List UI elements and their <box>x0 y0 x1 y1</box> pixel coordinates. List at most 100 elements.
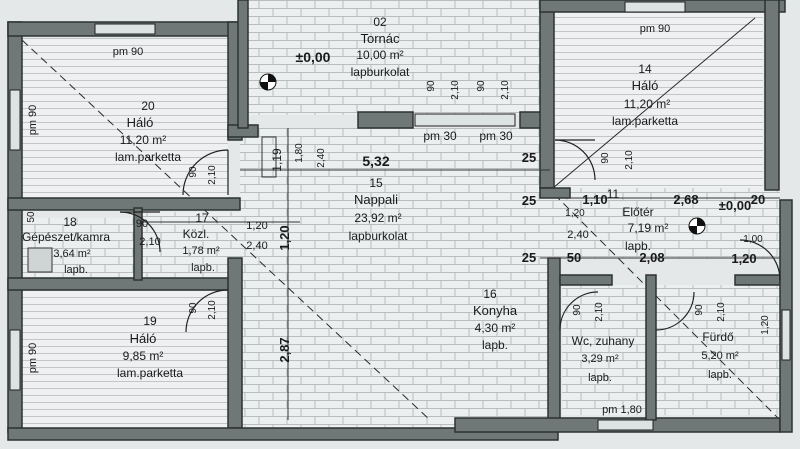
svg-text:2,68: 2,68 <box>673 192 698 207</box>
svg-text:2,40: 2,40 <box>567 229 588 241</box>
svg-text:02: 02 <box>373 15 387 29</box>
svg-text:lam.parketta: lam.parketta <box>117 366 183 380</box>
svg-text:2,10: 2,10 <box>716 302 727 322</box>
svg-text:lapb.: lapb. <box>708 369 732 381</box>
dimension-lines <box>140 128 780 420</box>
svg-text:2,10: 2,10 <box>207 165 218 185</box>
svg-text:2,10: 2,10 <box>624 150 635 170</box>
svg-text:10,00 m²: 10,00 m² <box>356 48 403 62</box>
svg-text:1,20: 1,20 <box>565 208 585 219</box>
svg-text:Háló: Háló <box>127 115 154 130</box>
svg-text:11: 11 <box>607 187 620 201</box>
svg-text:lam.parketta: lam.parketta <box>612 114 678 128</box>
svg-text:Fürdő: Fürdő <box>702 330 734 344</box>
svg-text:±0,00: ±0,00 <box>719 198 751 213</box>
svg-text:90: 90 <box>136 218 148 230</box>
windows <box>9 1 791 431</box>
svg-text:1,20: 1,20 <box>731 251 756 266</box>
furdo-floor <box>652 285 780 415</box>
svg-text:Konyha: Konyha <box>473 303 518 318</box>
svg-text:9,85 m²: 9,85 m² <box>123 349 164 363</box>
room-label-furdo: Fürdő 5,20 m² lapb. <box>701 330 739 381</box>
room20-floor <box>22 38 228 198</box>
svg-text:lapb.: lapb. <box>588 372 612 384</box>
svg-text:1,20: 1,20 <box>760 315 771 335</box>
room-label-19: 19 Háló 9,85 m² lam.parketta <box>117 314 183 380</box>
svg-text:pm 1,80: pm 1,80 <box>602 404 642 416</box>
dimension-labels: pm 90 pm 90 pm 90 pm 90 pm 30 pm 30 pm 1… <box>26 23 771 416</box>
room19-floor <box>22 288 228 428</box>
svg-text:Háló: Háló <box>130 331 157 346</box>
konyha-floor <box>455 258 550 420</box>
svg-text:lapburkolat: lapburkolat <box>351 65 410 79</box>
svg-text:±0,00: ±0,00 <box>296 49 331 65</box>
svg-text:Háló: Háló <box>632 78 659 93</box>
svg-text:lapb.: lapb. <box>64 264 88 276</box>
svg-text:90: 90 <box>188 166 199 178</box>
svg-text:2,08: 2,08 <box>639 250 664 265</box>
svg-text:1,80: 1,80 <box>294 143 305 163</box>
svg-text:25: 25 <box>522 150 536 165</box>
svg-text:50: 50 <box>567 250 581 265</box>
svg-text:23,92 m²: 23,92 m² <box>354 211 401 225</box>
svg-text:Tornác: Tornác <box>360 31 400 46</box>
room-label-tornac: 02 Tornác 10,00 m² lapburkolat ±0,00 <box>296 15 410 79</box>
svg-text:7,19 m²: 7,19 m² <box>628 221 669 235</box>
diagonal-line <box>552 17 756 189</box>
svg-text:pm 90: pm 90 <box>27 343 39 374</box>
svg-text:1,78 m²: 1,78 m² <box>182 245 220 257</box>
doors <box>119 139 781 333</box>
room-label-nappali: 15 Nappali 23,92 m² lapburkolat <box>349 176 408 243</box>
svg-text:3,64 m²: 3,64 m² <box>53 248 91 260</box>
svg-text:Előtér: Előtér <box>622 205 653 219</box>
level-marker-icon <box>688 217 706 235</box>
tornac-floor <box>240 0 540 115</box>
eloter-floor <box>550 188 780 258</box>
svg-text:19: 19 <box>143 314 157 328</box>
svg-text:1,00: 1,00 <box>743 234 763 245</box>
svg-text:lapb.: lapb. <box>482 338 508 352</box>
svg-text:Gépészet/kamra: Gépészet/kamra <box>22 230 110 244</box>
svg-text:2,10: 2,10 <box>207 300 218 320</box>
svg-text:lapb.: lapb. <box>191 262 215 274</box>
room-label-eloter: 11 Előtér 7,19 m² lapb. ±0,00 <box>607 187 751 253</box>
tornac-column <box>261 136 277 178</box>
room17-floor <box>140 212 240 278</box>
svg-text:18: 18 <box>63 215 77 229</box>
svg-text:90: 90 <box>572 304 583 316</box>
svg-text:pm 90: pm 90 <box>27 105 39 136</box>
svg-text:pm 30: pm 30 <box>423 129 457 143</box>
svg-text:20: 20 <box>751 192 765 207</box>
svg-text:90: 90 <box>188 302 199 314</box>
svg-text:90: 90 <box>476 80 487 92</box>
svg-text:5,32: 5,32 <box>362 153 389 169</box>
svg-text:50: 50 <box>26 211 37 223</box>
svg-text:4,30 m²: 4,30 m² <box>475 321 516 335</box>
svg-text:1,10: 1,10 <box>582 192 607 207</box>
svg-text:2,40: 2,40 <box>246 240 267 252</box>
svg-text:1,20: 1,20 <box>246 220 267 232</box>
room-label-14: 14 Háló 11,20 m² lam.parketta <box>612 62 678 128</box>
svg-text:90: 90 <box>426 80 437 92</box>
level-marker-icon <box>259 73 277 91</box>
svg-text:1,20: 1,20 <box>277 225 292 250</box>
wc-floor <box>562 285 646 415</box>
diagonal-line <box>21 39 431 421</box>
svg-text:Nappali: Nappali <box>354 192 398 207</box>
svg-text:pm 30: pm 30 <box>479 129 513 143</box>
room-label-konyha: 16 Konyha 4,30 m² lapb. <box>473 287 518 352</box>
svg-text:pm 90: pm 90 <box>113 46 144 58</box>
svg-text:2,10: 2,10 <box>500 80 511 100</box>
svg-text:90: 90 <box>600 152 611 164</box>
svg-text:2,10: 2,10 <box>139 236 160 248</box>
svg-text:2,40: 2,40 <box>316 148 327 168</box>
svg-text:pm 90: pm 90 <box>640 23 671 35</box>
svg-text:17: 17 <box>195 211 209 225</box>
svg-text:11,20 m²: 11,20 m² <box>624 97 670 111</box>
svg-text:20: 20 <box>141 99 155 113</box>
svg-text:lam.parketta: lam.parketta <box>115 150 181 164</box>
room-label-20: 20 Háló 11,20 m² lam.parketta <box>115 99 181 164</box>
svg-text:lapb.: lapb. <box>625 239 651 253</box>
diagonal-line <box>544 184 781 421</box>
